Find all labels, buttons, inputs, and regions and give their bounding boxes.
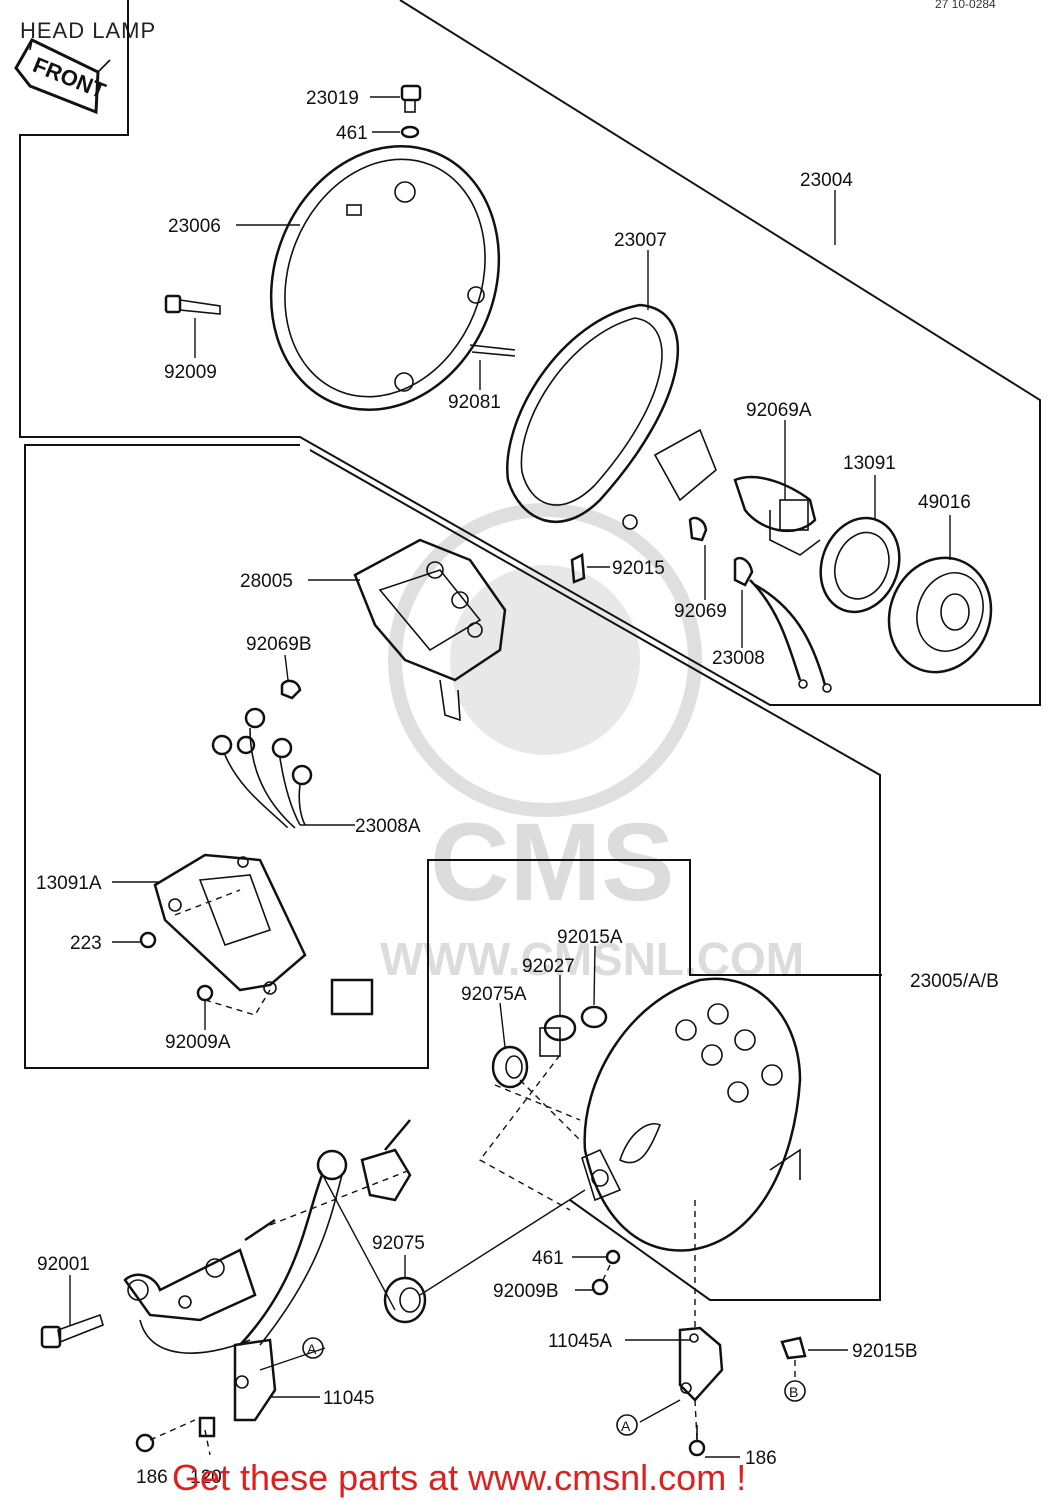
bulb-92069A: [733, 475, 821, 556]
label-23008A: 23008A: [355, 816, 421, 837]
label-11045: 11045: [323, 1388, 374, 1409]
stay-11045A: [678, 1326, 724, 1402]
label-49016: 49016: [918, 492, 971, 513]
part-120: [198, 1416, 216, 1438]
label-92075: 92075: [372, 1233, 425, 1254]
screw-92009B: [591, 1278, 609, 1296]
grommet-92075: [383, 1276, 427, 1324]
label-23005AB: 23005/A/B: [910, 971, 999, 992]
screw-92009A: [196, 984, 214, 1002]
label-23019: 23019: [306, 88, 359, 109]
label-92027: 92027: [522, 956, 575, 977]
leader-lines: [69, 96, 951, 1458]
lower-assembly-frame: [24, 444, 882, 1069]
cable-to-grommet-line: [319, 1169, 396, 1311]
headlamp-housing-23005: [581, 977, 802, 1252]
cms-watermark: CMS WWW.CMSNL.COM: [380, 503, 804, 985]
grommet-to-housing-line: [419, 1189, 586, 1296]
label-92075A: 92075A: [461, 984, 527, 1005]
socket-ring-13091: [819, 516, 901, 614]
label-11045A: 11045A: [548, 1331, 612, 1352]
collar-92027: [539, 1014, 577, 1057]
wire-23008: [733, 556, 832, 693]
wire-harness-23008A: [211, 707, 374, 1016]
label-223: 223: [70, 933, 102, 954]
reflector-ring-23007: [506, 303, 717, 530]
svg-text:A: A: [307, 1341, 317, 1357]
label-13091: 13091: [843, 453, 896, 474]
mount-bracket-11045: [123, 1218, 277, 1422]
housing-group-frame: [309, 449, 881, 1301]
clip-92015B: [780, 1336, 807, 1360]
label-23007: 23007: [614, 230, 667, 251]
meter-housing-28005: [353, 538, 507, 722]
washer-461-lower: [605, 1249, 621, 1265]
bolt-92001: [40, 1313, 104, 1349]
label-186-right: 186: [745, 1448, 777, 1469]
label-92069A: 92069A: [746, 400, 812, 421]
rubber-boot-49016: [887, 556, 993, 674]
label-23004: 23004: [800, 170, 853, 191]
screw-23019: [400, 84, 422, 113]
label-92009: 92009: [164, 362, 217, 383]
label-120: 120: [190, 1467, 222, 1488]
bracket-13091A: [153, 853, 307, 995]
bolt-186-left: [135, 1433, 155, 1453]
label-92015A: 92015A: [557, 927, 623, 948]
callout-b-clip: B: [784, 1380, 806, 1402]
callout-a-cable: A: [302, 1337, 324, 1359]
label-92015B: 92015B: [852, 1341, 918, 1362]
grommet-92075A: [491, 1045, 529, 1089]
label-92009A: 92009A: [165, 1032, 231, 1053]
front-arrow-icon: FRONT: [14, 38, 111, 115]
footer-banner: Get these parts at www.cmsnl.com !: [172, 1457, 746, 1498]
label-23008: 23008: [712, 648, 765, 669]
nut-92015A: [580, 1005, 608, 1029]
upper-assembly-frame: [19, 0, 1041, 706]
label-461-lower: 461: [532, 1248, 564, 1269]
label-92069B: 92069B: [246, 634, 312, 655]
watermark-brand: CMS: [430, 801, 674, 924]
svg-text:B: B: [789, 1384, 798, 1400]
screw-92009: [164, 294, 221, 315]
rim-23006: [269, 144, 501, 412]
label-23006: 23006: [168, 216, 221, 237]
bolt-186-left-guide: [149, 1419, 196, 1441]
callout-a-stay: A: [616, 1414, 638, 1436]
label-92069: 92069: [674, 601, 727, 622]
label-461-top: 461: [336, 123, 368, 144]
svg-text:A: A: [621, 1418, 631, 1434]
watermark-url: WWW.CMSNL.COM: [380, 933, 804, 985]
spring-92081: [469, 344, 516, 357]
page-title: HEAD LAMP: [20, 18, 156, 43]
throttle-cable-assembly: [239, 1119, 412, 1346]
label-92009B: 92009B: [493, 1281, 559, 1302]
bulb-92069B: [280, 679, 302, 700]
washer-461-top: [400, 125, 420, 139]
label-92081: 92081: [448, 392, 501, 413]
bolt-186-right: [688, 1425, 706, 1457]
label-186-left: 186: [136, 1467, 168, 1488]
assembly-guide-lines: [174, 889, 796, 1456]
drawing-code: 27 10-0284: [935, 0, 996, 11]
screw-223: [139, 931, 157, 949]
bulb-92069: [688, 516, 708, 542]
label-28005: 28005: [240, 571, 293, 592]
label-13091A: 13091A: [36, 873, 102, 894]
label-92015: 92015: [612, 558, 665, 579]
label-92001: 92001: [37, 1254, 90, 1275]
clip-92015: [570, 553, 586, 584]
